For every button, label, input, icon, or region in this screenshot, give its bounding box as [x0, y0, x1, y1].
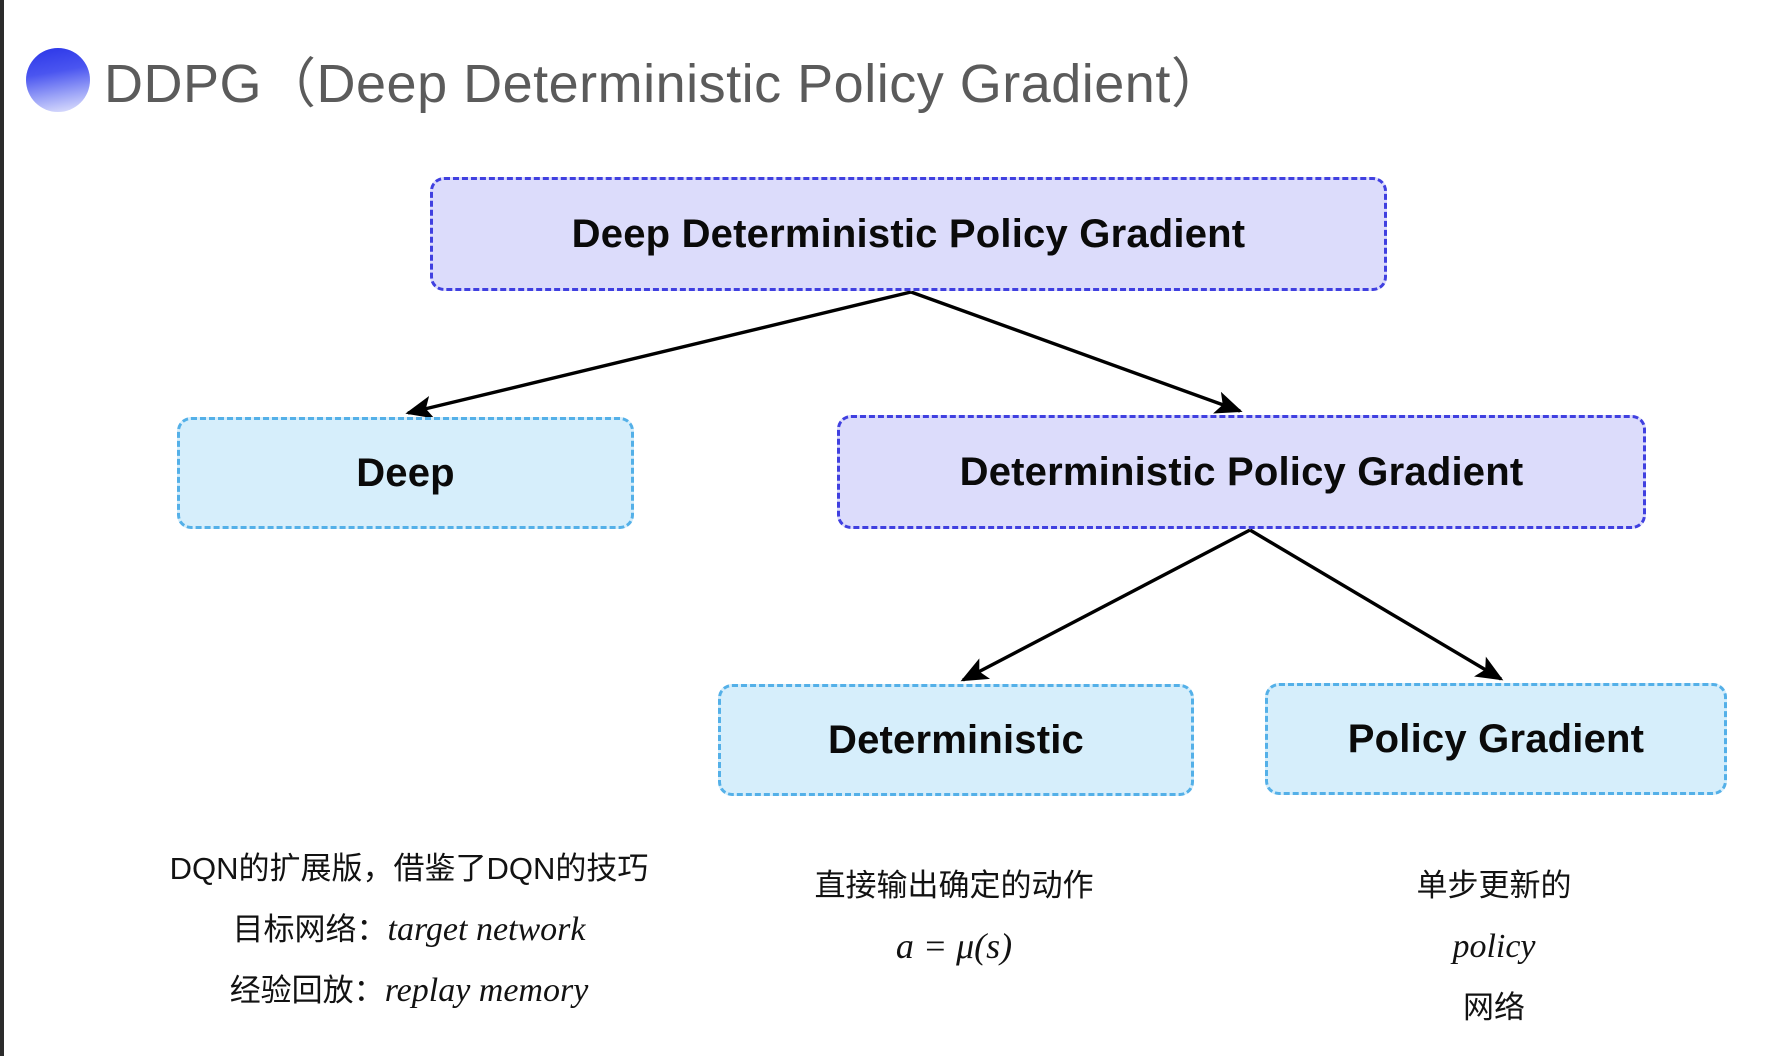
caption-deep-line2-term: target network	[387, 911, 586, 948]
node-deterministic-policy-gradient[interactable]: Deterministic Policy Gradient	[837, 415, 1646, 529]
page-title: DDPG（Deep Deterministic Policy Gradient）	[104, 54, 1226, 114]
caption-policy-gradient-term: policy	[1452, 928, 1536, 965]
caption-policy-gradient-line2: policy 网络	[1254, 916, 1734, 1038]
caption-deterministic-line1: 直接输出确定的动作	[814, 868, 1094, 903]
node-deterministic[interactable]: Deterministic	[718, 684, 1194, 796]
caption-deep-line2: 目标网络：target network	[144, 899, 674, 960]
caption-deep-line2-label: 目标网络：	[232, 912, 388, 947]
caption-deterministic-formula: a = μ(s)	[895, 926, 1013, 966]
node-label: Deep Deterministic Policy Gradient	[571, 211, 1246, 256]
caption-policy-gradient-rest: 网络	[1463, 990, 1525, 1025]
caption-deep-line3-label: 经验回放：	[229, 973, 385, 1008]
caption-policy-gradient-line1: 单步更新的	[1416, 868, 1572, 903]
node-label: Policy Gradient	[1347, 716, 1645, 761]
edge-root-to-deep	[405, 290, 912, 419]
node-deep-deterministic-policy-gradient[interactable]: Deep Deterministic Policy Gradient	[430, 177, 1387, 291]
caption-deterministic: 直接输出确定的动作 a = μ(s)	[704, 855, 1204, 977]
caption-policy-gradient: 单步更新的 policy 网络	[1254, 855, 1734, 1038]
edge-dpg-to-pg	[1249, 528, 1504, 681]
edge-root-to-dpg	[910, 290, 1243, 414]
caption-deep: DQN的扩展版，借鉴了DQN的技巧 目标网络：target network 经验…	[144, 838, 674, 1021]
node-label: Deterministic	[827, 717, 1085, 762]
node-label: Deterministic Policy Gradient	[959, 449, 1524, 494]
node-policy-gradient[interactable]: Policy Gradient	[1265, 683, 1727, 795]
caption-deep-line3-term: replay memory	[384, 972, 589, 1009]
edge-dpg-to-det	[960, 528, 1251, 682]
caption-deep-line1: DQN的扩展版，借鉴了DQN的技巧	[169, 851, 649, 886]
node-label: Deep	[356, 450, 455, 495]
gradient-circle-icon	[26, 48, 90, 112]
node-deep[interactable]: Deep	[177, 417, 634, 529]
caption-deep-line3: 经验回放：replay memory	[144, 960, 674, 1021]
